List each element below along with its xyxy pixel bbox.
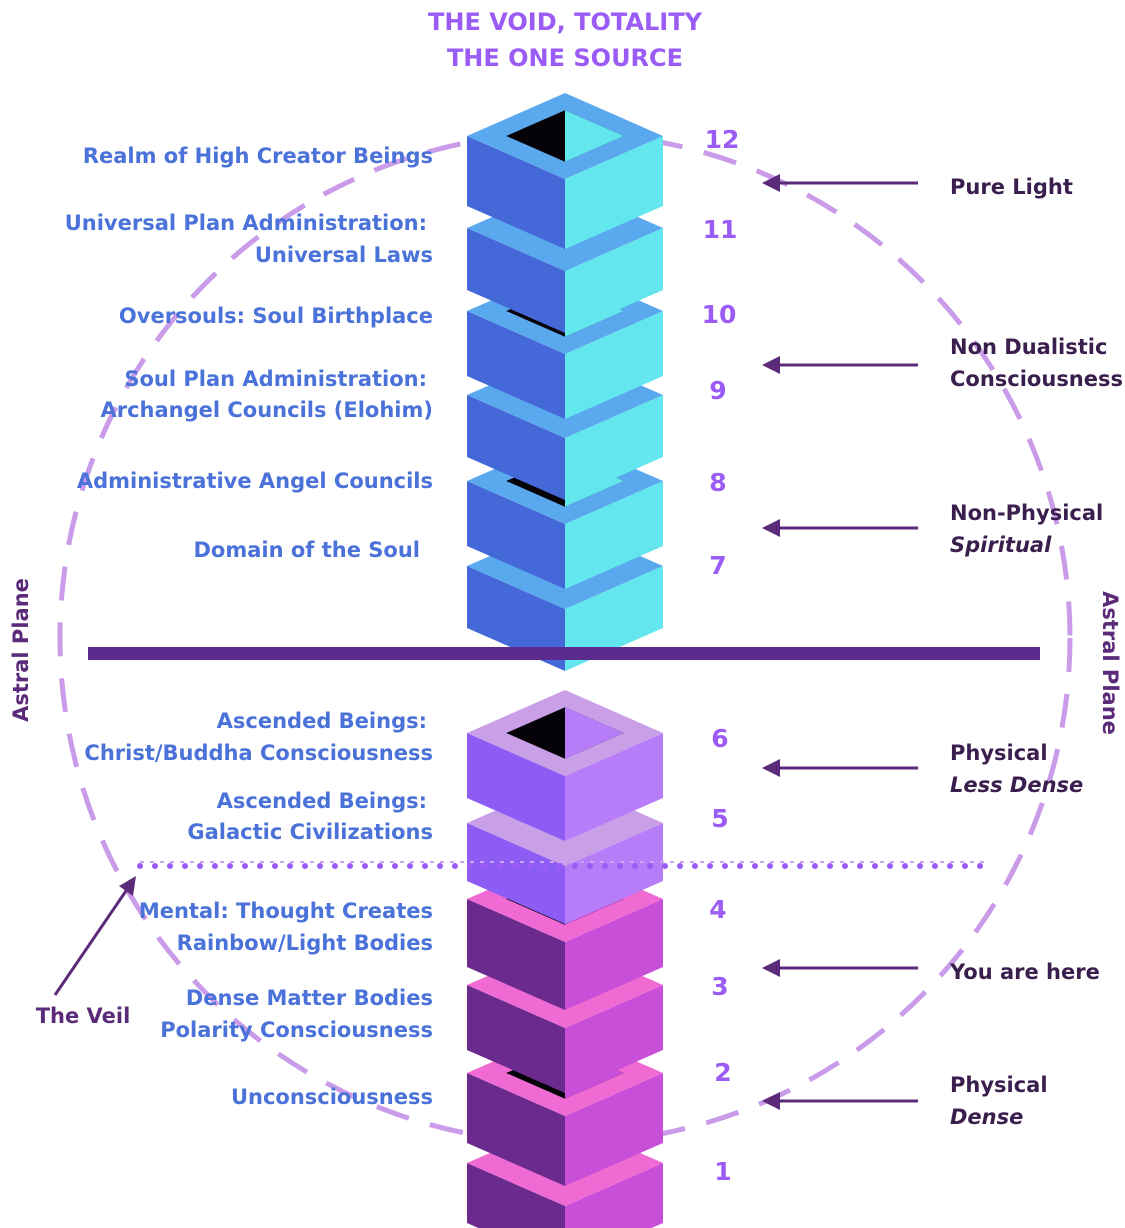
right-label-non-physical-line-1: Non-Physical	[950, 501, 1103, 525]
block-12-inner-wall	[565, 110, 624, 162]
arrow-the-veil	[53, 876, 136, 996]
block-8-left-face	[467, 481, 565, 589]
block-5-right-face	[565, 823, 663, 924]
arrow-pure-light	[762, 174, 918, 192]
block-4-left-face	[467, 899, 565, 1010]
block-11-left-face	[467, 228, 565, 333]
right-label-physical-dense-line-1: Physical	[950, 1073, 1048, 1097]
block-6-left-face	[467, 733, 565, 841]
level-number-8: 8	[709, 468, 726, 497]
physical-divider	[88, 647, 1040, 660]
block-6-right-face	[565, 733, 663, 841]
level-number-3: 3	[711, 972, 728, 1001]
level-number-7: 7	[709, 551, 726, 580]
block-10-left-face	[467, 311, 565, 419]
arrow-physical-dense	[762, 1092, 918, 1110]
right-label-physical-less-dense-line-2: Less Dense	[950, 773, 1083, 797]
level-7-label: Domain of the Soul	[194, 538, 421, 562]
block-7-left-face	[467, 566, 565, 671]
level-8-label: Administrative Angel Councils	[77, 469, 433, 493]
level-10-label: Oversouls: Soul Birthplace	[119, 304, 433, 328]
veil-line	[137, 861, 993, 869]
right-label-physical-dense-line-2: Dense	[950, 1105, 1023, 1129]
level-number-10: 10	[702, 300, 737, 329]
block-11-right-face	[565, 228, 663, 333]
level-number-4: 4	[709, 895, 726, 924]
level-4-label-line-1: Mental: Thought Creates	[139, 899, 433, 923]
block-3-right-face	[565, 985, 663, 1093]
arrow-you-are-here	[762, 959, 918, 977]
level-9-label-line-2: Archangel Councils (Elohim)	[100, 398, 433, 422]
astral-plane-left-label: Astral Plane	[9, 578, 33, 722]
block-12-right-face	[565, 136, 663, 249]
level-number-9: 9	[709, 376, 726, 405]
level-number-11: 11	[703, 215, 738, 244]
block-1-right-face	[565, 1163, 663, 1228]
level-5-label-line-1: Ascended Beings:	[217, 789, 427, 813]
arrow-non-dualistic	[762, 356, 918, 374]
level-3-label-line-1: Dense Matter Bodies	[186, 986, 433, 1010]
block-12-left-face	[467, 136, 565, 249]
level-11-label-line-1: Universal Plan Administration:	[65, 211, 427, 235]
level-4-label-line-2: Rainbow/Light Bodies	[177, 931, 433, 955]
level-3-label-line-2: Polarity Consciousness	[160, 1018, 433, 1042]
the-veil-label: The Veil	[36, 1004, 131, 1028]
level-6-label-line-2: Christ/Buddha Consciousness	[84, 741, 433, 765]
block-9-right-face	[565, 395, 663, 500]
level-number-1: 1	[714, 1157, 731, 1186]
level-9-label-line-1: Soul Plan Administration:	[124, 367, 427, 391]
block-8-right-face	[565, 481, 663, 589]
right-label-non-dualistic-line-1: Non Dualistic	[950, 335, 1107, 359]
block-9-left-face	[467, 395, 565, 500]
level-5-label-line-2: Galactic Civilizations	[187, 820, 433, 844]
level-2-label: Unconsciousness	[231, 1085, 433, 1109]
header-line-1: THE VOID, TOTALITY	[428, 8, 703, 36]
arrow-non-physical	[762, 519, 918, 537]
right-label-you-are-here: You are here	[949, 960, 1100, 984]
block-4-right-face	[565, 899, 663, 1010]
header-line-2: THE ONE SOURCE	[447, 44, 683, 72]
right-label-pure-light: Pure Light	[950, 175, 1073, 199]
block-7-right-face	[565, 566, 663, 671]
block-6-inner-wall	[565, 707, 624, 759]
dimension-stack	[467, 93, 663, 1228]
right-label-physical-less-dense-line-1: Physical	[950, 741, 1048, 765]
level-12-label: Realm of High Creator Beings	[83, 144, 433, 168]
block-2-left-face	[467, 1073, 565, 1186]
level-number-12: 12	[705, 125, 740, 154]
block-5-left-face	[467, 823, 565, 924]
level-11-label-line-2: Universal Laws	[255, 243, 433, 267]
block-3-left-face	[467, 985, 565, 1093]
arrow-physical-less-dense	[762, 759, 918, 777]
level-number-2: 2	[714, 1058, 731, 1087]
level-number-5: 5	[711, 804, 728, 833]
astral-plane-right-label: Astral Plane	[1098, 591, 1122, 735]
right-label-non-physical-line-2: Spiritual	[950, 533, 1052, 557]
block-10-right-face	[565, 311, 663, 419]
level-6-label-line-1: Ascended Beings:	[217, 709, 427, 733]
block-1-left-face	[467, 1163, 565, 1228]
right-label-non-dualistic-line-2: Consciousness	[950, 367, 1123, 391]
block-2-right-face	[565, 1073, 663, 1186]
level-number-6: 6	[711, 724, 728, 753]
